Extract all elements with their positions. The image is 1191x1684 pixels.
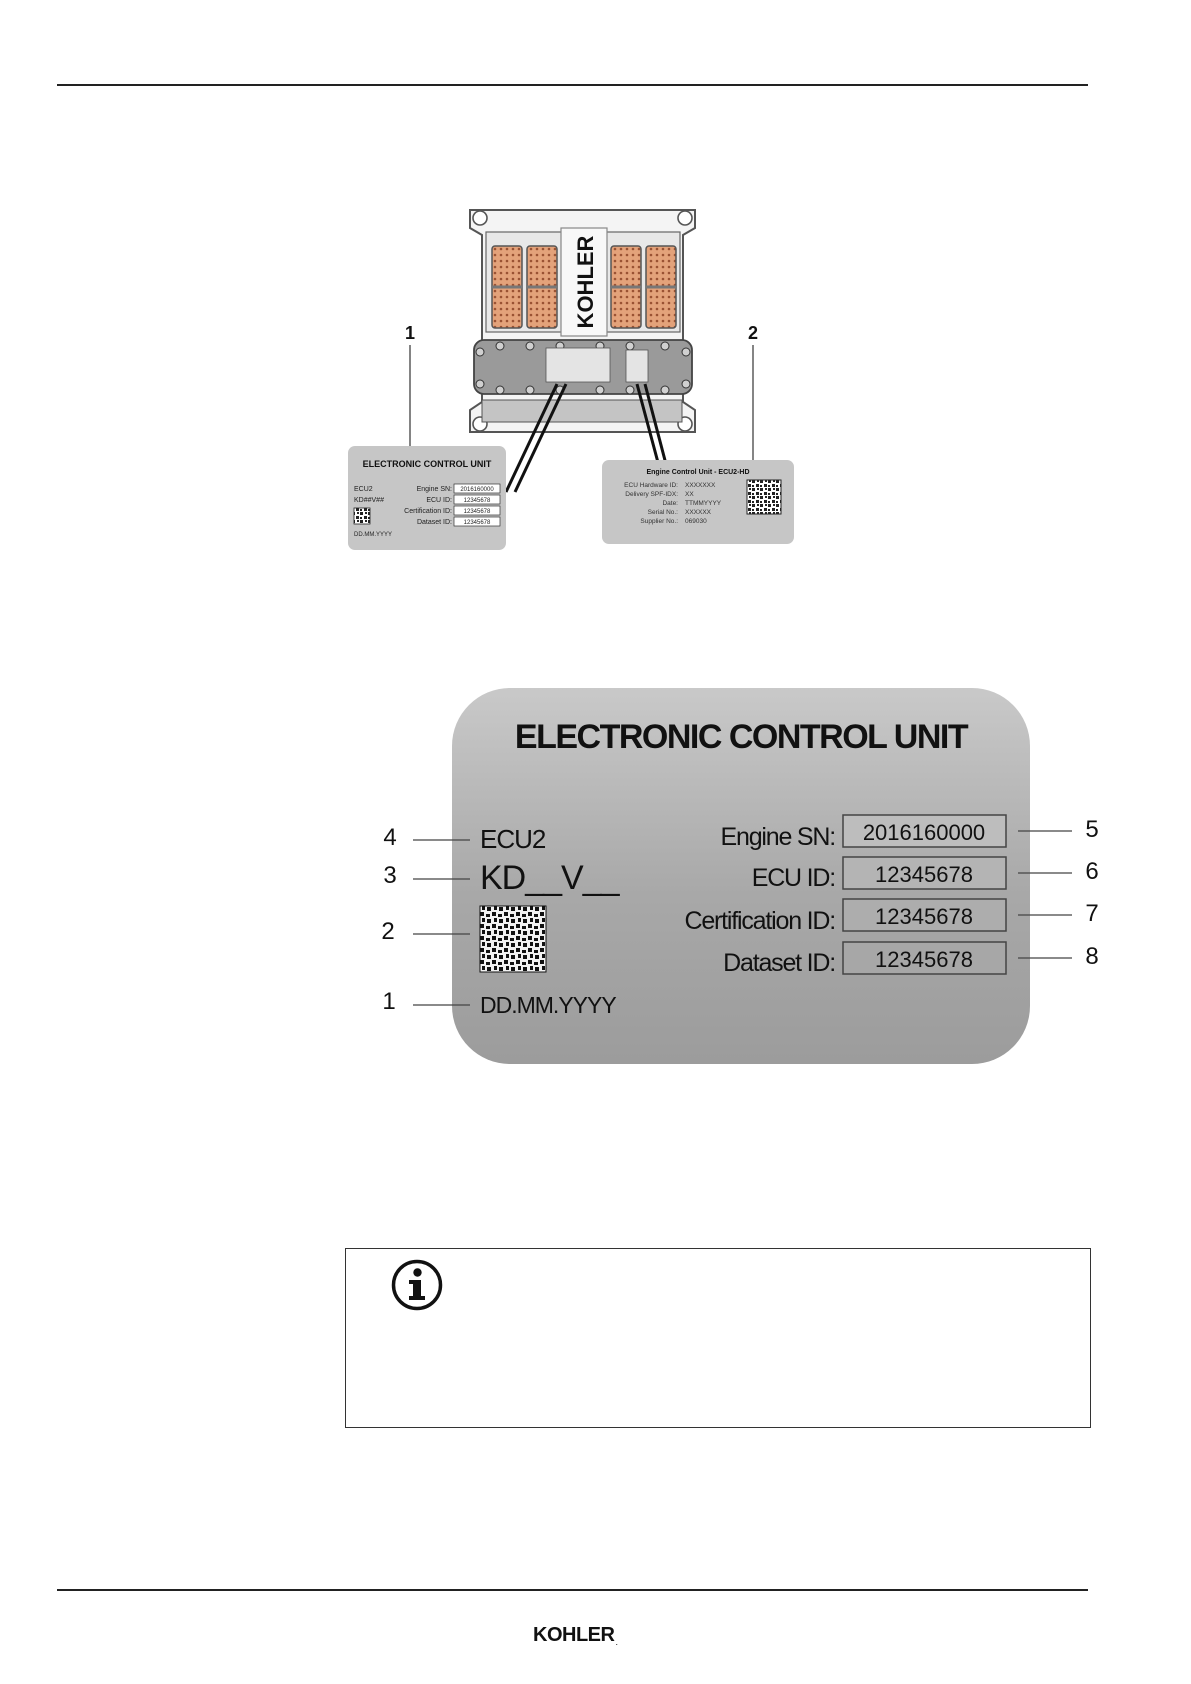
info-note-box (345, 1248, 1091, 1428)
svg-text:ECU2: ECU2 (354, 486, 373, 493)
svg-text:Engine SN:: Engine SN: (417, 486, 452, 493)
ecu-label-title: ELECTRONIC CONTROL UNIT (515, 718, 969, 756)
svg-text:TTMMYYYY: TTMMYYYY (685, 500, 722, 507)
svg-text:Serial No.:: Serial No.: (648, 509, 679, 516)
svg-text:12345678: 12345678 (464, 498, 491, 504)
svg-text:2016160000: 2016160000 (460, 487, 494, 493)
svg-text:XXXXXXX: XXXXXXX (685, 482, 716, 489)
svg-text:ECU ID:: ECU ID: (426, 497, 452, 504)
svg-text:DD.MM.YYYY: DD.MM.YYYY (354, 532, 392, 538)
small-ecu-label: ELECTRONIC CONTROL UNIT ECU2 KD##V## DD.… (348, 446, 506, 550)
svg-text:Supplier No.:: Supplier No.: (640, 518, 678, 525)
svg-text:Engine Control Unit - ECU2-HD: Engine Control Unit - ECU2-HD (646, 469, 749, 476)
svg-text:ELECTRONIC CONTROL UNIT: ELECTRONIC CONTROL UNIT (363, 459, 492, 469)
certification-id-box (842, 898, 1007, 932)
callout-1: 1 (405, 323, 415, 343)
dataset-id-box (842, 941, 1007, 975)
svg-text:Delivery SPF-IDX:: Delivery SPF-IDX: (625, 491, 678, 498)
footer-kohler-logo: KOHLER. (533, 1624, 618, 1647)
callout-4: 4 (383, 824, 396, 851)
ecu-id-label: ECU ID: (752, 864, 835, 892)
ecu-label-detail-figure: ELECTRONIC CONTROL UNIT ECU2 KD__V__ DD.… (381, 688, 1099, 1064)
ecu-brand-badge: KOHLER (573, 235, 598, 328)
kd-code-text: KD__V__ (480, 859, 621, 897)
engine-sn-label: Engine SN: (721, 823, 835, 851)
certification-id-value: 12345678 (875, 904, 973, 929)
footer-rule (57, 1589, 1088, 1591)
svg-text:12345678: 12345678 (464, 520, 491, 526)
callout-2: 2 (748, 323, 758, 343)
date-text: DD.MM.YYYY (480, 992, 616, 1018)
ecu-id-value: 12345678 (875, 862, 973, 887)
ecu-connectors (491, 245, 677, 329)
svg-text:ECU Hardware ID:: ECU Hardware ID: (624, 482, 678, 489)
callout-3: 3 (383, 862, 396, 889)
datamatrix-code (479, 905, 547, 973)
svg-text:069030: 069030 (685, 518, 707, 525)
callout-7: 7 (1085, 900, 1098, 927)
certification-id-label: Certification ID: (685, 907, 836, 935)
ecu-cover-plate (473, 339, 693, 423)
callout-1-detail: 1 (382, 988, 395, 1015)
header-rule (57, 84, 1088, 86)
svg-text:Dataset ID:: Dataset ID: (417, 519, 452, 526)
ecu-model-text: ECU2 (480, 824, 546, 854)
svg-text:Certification ID:: Certification ID: (404, 508, 452, 515)
engine-sn-box (842, 814, 1007, 848)
ecu2-hd-label: Engine Control Unit - ECU2-HD ECU Hardwa… (602, 460, 794, 544)
svg-text:XX: XX (685, 491, 694, 498)
svg-text:Date:: Date: (662, 500, 678, 507)
ecu-overview-figure: KOHLER 1 2 ELECTRONIC CONTROL UNIT ECU2 … (348, 209, 794, 550)
dataset-id-label: Dataset ID: (723, 949, 835, 977)
ecu-id-box (842, 856, 1007, 890)
dataset-id-value: 12345678 (875, 947, 973, 972)
svg-text:KD##V##: KD##V## (354, 497, 384, 504)
svg-text:XXXXXX: XXXXXX (685, 509, 712, 516)
callout-2-detail: 2 (381, 918, 394, 945)
callout-5: 5 (1085, 816, 1098, 843)
engine-sn-value: 2016160000 (863, 820, 985, 845)
svg-text:12345678: 12345678 (464, 509, 491, 515)
callout-8: 8 (1085, 943, 1098, 970)
callout-6: 6 (1085, 858, 1098, 885)
info-icon (391, 1259, 443, 1311)
